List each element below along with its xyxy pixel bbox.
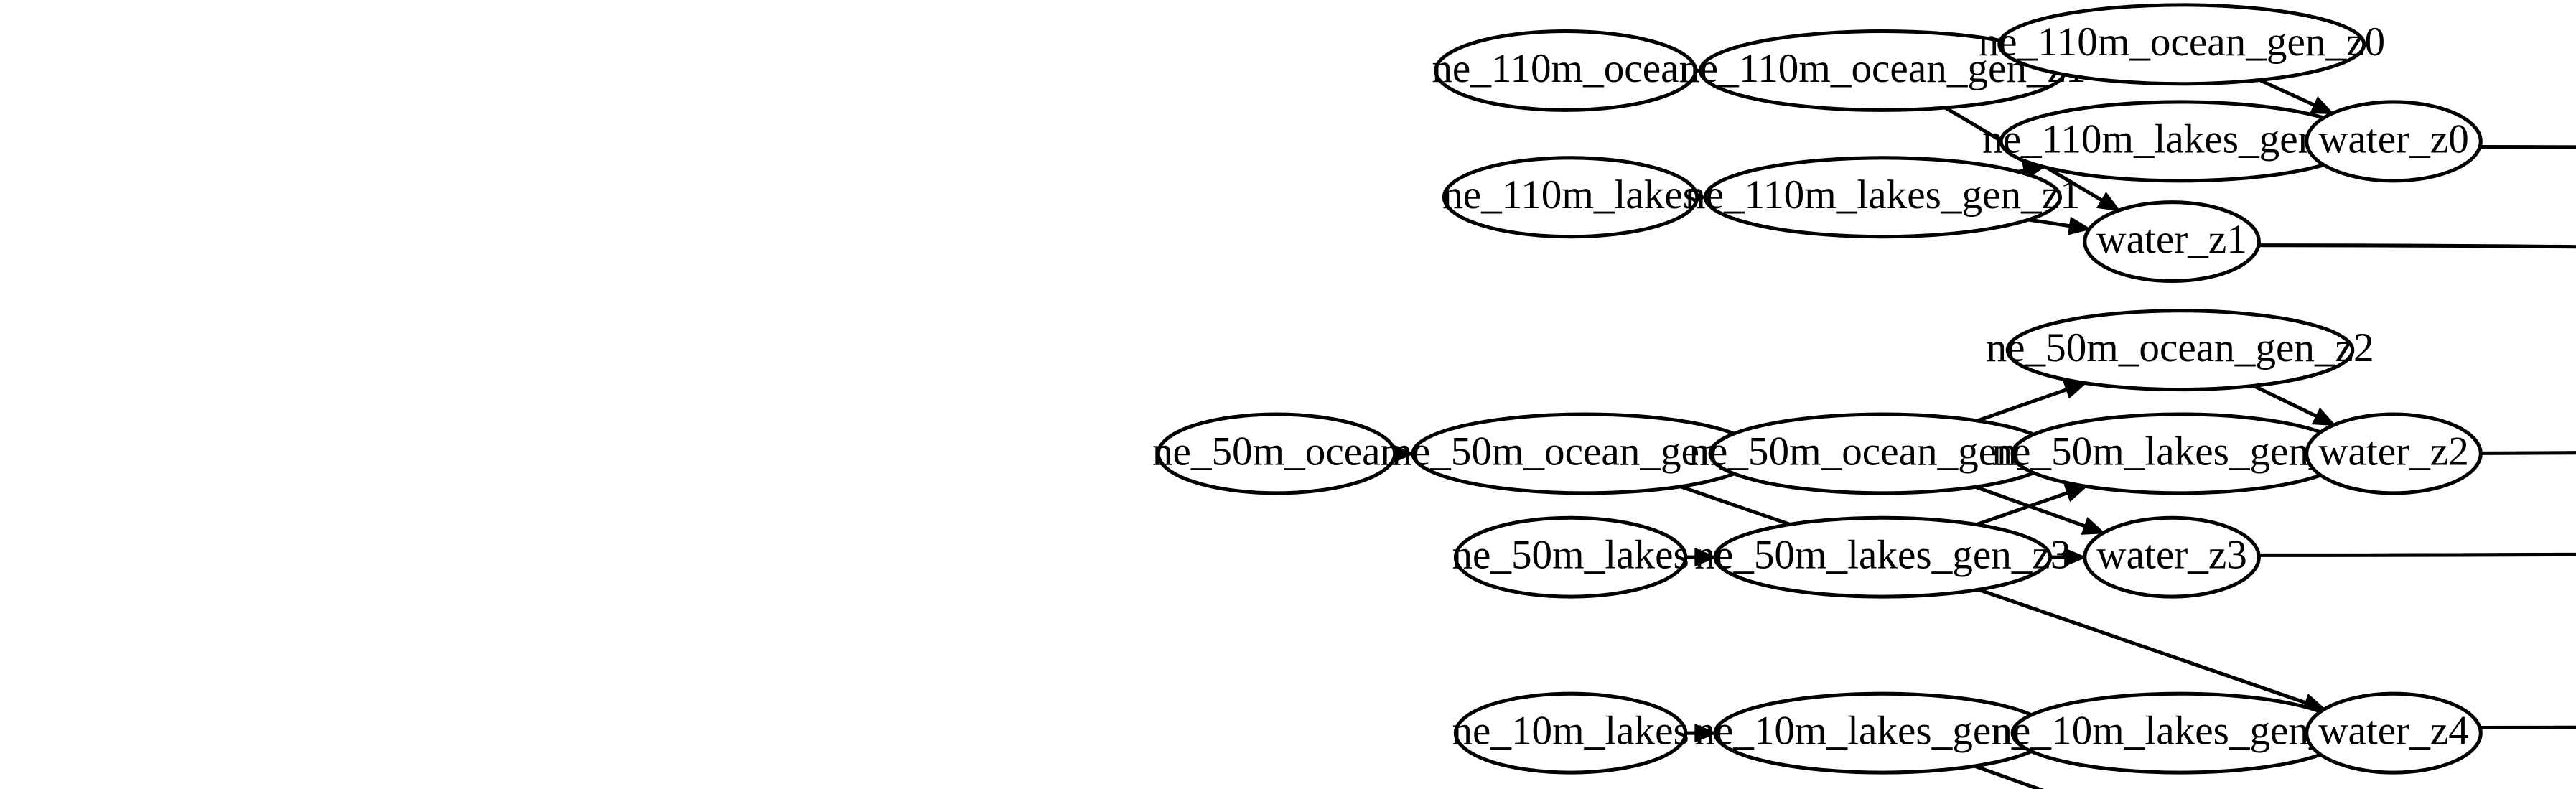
- graph-node-ne_110m_ocean[interactable]: ne_110m_ocean: [1432, 29, 1699, 112]
- edge-arrowhead: [2310, 95, 2335, 115]
- node-ellipse: [2083, 200, 2261, 284]
- node-label: ne_50m_lakes_gen_z3: [1694, 533, 2071, 578]
- node-label: ne_10m_lakes: [1452, 709, 1689, 754]
- node-label: ne_50m_ocean: [1152, 429, 1401, 474]
- graph-node-ne_50m_lakes[interactable]: ne_50m_lakes: [1452, 515, 1689, 599]
- node-label: ne_50m_lakes: [1452, 533, 1689, 578]
- node-ellipse: [1442, 156, 1699, 239]
- graph-edge: [2252, 384, 2319, 419]
- edge-arrowhead: [1694, 723, 1717, 743]
- graph-node-water_z3[interactable]: water_z3: [2083, 515, 2261, 599]
- edge-arrowhead: [2096, 192, 2121, 212]
- node-ellipse: [1997, 3, 2366, 86]
- node-label: ne_110m_lakes: [1442, 172, 1699, 218]
- edge-arrowhead: [2064, 548, 2087, 567]
- graph-edge-to-record: [2480, 565, 2576, 789]
- graph-node-water_z1[interactable]: water_z1: [2083, 200, 2261, 284]
- edge-arrowhead: [2067, 216, 2092, 235]
- graph-edge: [1977, 387, 2069, 423]
- graph-node-ne_50m_ocean_gen_z3[interactable]: ne_50m_ocean_gen_z3: [1689, 412, 2076, 495]
- node-ellipse: [2005, 309, 2355, 392]
- graph-edge: [1974, 764, 2045, 789]
- node-ellipse: [1156, 412, 1397, 495]
- node-label: ne_110m_ocean_gen_z0: [1979, 19, 2386, 65]
- node-label: ne_110m_lakes_gen_z1: [1685, 172, 2081, 218]
- edge-arrowhead: [1694, 548, 1717, 567]
- graph-edge-to-record: [2480, 725, 2576, 730]
- node-ellipse: [1453, 691, 1688, 775]
- graph-edge-to-record: [2480, 145, 2576, 149]
- graph-edge: [1679, 485, 2308, 705]
- node-ellipse: [1713, 515, 2053, 599]
- graph-node-ne_110m_ocean_gen_z0[interactable]: ne_110m_ocean_gen_z0: [1979, 3, 2386, 86]
- node-ellipse: [1703, 156, 2063, 239]
- node-label: ne_10m_lakes_gen_z5: [1694, 709, 2071, 754]
- edge-arrowhead: [2081, 517, 2106, 535]
- node-label: water_z1: [2096, 217, 2247, 262]
- node-ellipse: [2305, 100, 2483, 183]
- graph-node-ne_50m_lakes_gen_z3[interactable]: ne_50m_lakes_gen_z3: [1694, 515, 2071, 599]
- edge-arrowhead: [2311, 407, 2336, 426]
- node-ellipse: [2083, 515, 2261, 599]
- node-ellipse: [2305, 691, 2483, 775]
- graph-edge: [1976, 490, 2070, 527]
- nodes-layer: imposm3osm_water_polygonosm_ocean_polygo…: [1152, 3, 2483, 775]
- node-label: water_z0: [2318, 116, 2469, 162]
- node-ellipse: [1453, 515, 1688, 599]
- node-label: ne_110m_ocean: [1432, 46, 1699, 91]
- graph-node-ne_110m_lakes[interactable]: ne_110m_lakes: [1442, 156, 1699, 239]
- node-ellipse: [1434, 29, 1698, 112]
- graph-node-water_z4[interactable]: water_z4: [2305, 691, 2483, 775]
- graph-node-ne_50m_ocean_gen_z2[interactable]: ne_50m_ocean_gen_z2: [1987, 309, 2374, 392]
- graph-node-ne_110m_lakes_gen_z1[interactable]: ne_110m_lakes_gen_z1: [1685, 156, 2081, 239]
- node-label: water_z3: [2096, 533, 2247, 578]
- graph-edge: [2028, 218, 2072, 228]
- node-label: water_z4: [2318, 709, 2469, 754]
- graph-node-ne_10m_lakes[interactable]: ne_10m_lakes: [1452, 691, 1689, 775]
- graph-node-ne_50m_ocean[interactable]: ne_50m_ocean: [1152, 412, 1401, 495]
- node-ellipse: [2305, 412, 2483, 495]
- node-label: water_z2: [2318, 429, 2469, 474]
- node-label: ne_50m_ocean_gen_z2: [1987, 325, 2374, 370]
- graph-edge: [2259, 78, 2317, 108]
- graph-edge-to-record: [2481, 451, 2576, 455]
- graph-node-water_z2[interactable]: water_z2: [2305, 412, 2483, 495]
- graph-node-water_z0[interactable]: water_z0: [2305, 100, 2483, 183]
